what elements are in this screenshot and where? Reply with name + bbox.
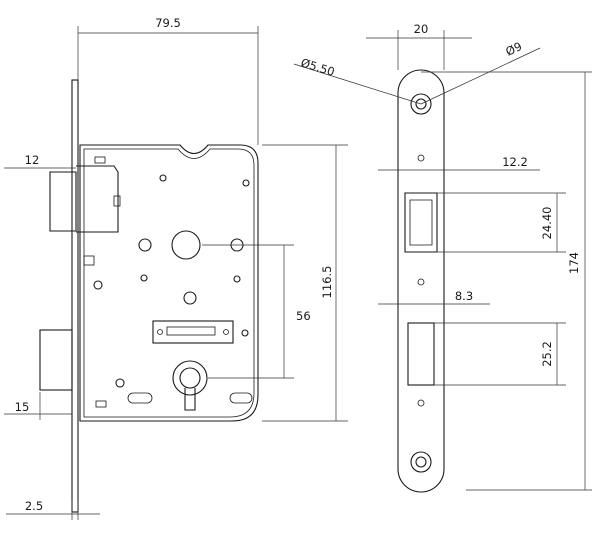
- dim-bolt-window-height: 25.2: [540, 341, 554, 367]
- screw-hole-top: [410, 93, 432, 115]
- faceplate-view: [397, 69, 445, 493]
- screw-hole-bottom-inner: [415, 456, 427, 468]
- forend-plate: [71, 79, 79, 513]
- latch-spring: [113, 195, 121, 207]
- dim-bolt-offset: 15: [15, 400, 30, 414]
- screw-hole-bottom: [410, 451, 432, 473]
- spindle-hole: [171, 230, 201, 260]
- dim-latch-window-height: 24.40: [540, 207, 554, 240]
- latch-tab: [94, 156, 106, 164]
- dim-screw-head: Ø9: [503, 39, 524, 59]
- hole: [233, 275, 241, 283]
- latch-housing: [76, 165, 119, 233]
- hole: [115, 378, 125, 388]
- dim-bolt-window-width: 8.3: [455, 289, 473, 303]
- small-hole: [417, 154, 425, 162]
- slot: [127, 392, 153, 404]
- faceplate: [397, 69, 445, 493]
- lock-body-dimensions: 79.5 12 15 2.5 116.5 56: [4, 16, 348, 520]
- small-hole: [417, 278, 425, 286]
- small-block: [95, 400, 107, 408]
- hole: [159, 174, 167, 182]
- cam: [184, 388, 196, 411]
- latch-window-inner: [409, 199, 433, 246]
- dim-latch-window-width: 12.2: [502, 155, 528, 169]
- dim-width-body: 79.5: [155, 16, 181, 30]
- dim-faceplate-height: 174: [567, 252, 581, 274]
- dead-bolt: [39, 329, 73, 391]
- bolt-guide: [152, 320, 234, 344]
- screw-hole-top-inner: [415, 98, 427, 110]
- rivet: [223, 329, 229, 335]
- catch-block: [83, 255, 95, 266]
- hole: [183, 291, 197, 305]
- small-hole: [417, 399, 425, 407]
- dim-body-height: 116.5: [320, 266, 334, 299]
- hole: [93, 280, 103, 290]
- faceplate-dimensions: 20 Ø5.50 Ø9 12.2 24.40 8.3 25.2 174: [293, 22, 592, 491]
- hole: [241, 329, 249, 337]
- lock-case: [79, 144, 259, 422]
- dim-backset: 56: [296, 309, 311, 323]
- dim-screw-hole: Ø5.50: [299, 55, 336, 79]
- hole: [138, 238, 152, 252]
- slot: [229, 392, 253, 404]
- lock-body-view: [39, 79, 259, 513]
- dim-latch-depth: 12: [25, 153, 40, 167]
- hole: [242, 179, 250, 187]
- latch-bolt: [49, 171, 77, 232]
- cylinder-outer: [172, 360, 208, 396]
- hole: [140, 274, 148, 282]
- cylinder-inner: [179, 367, 201, 389]
- bolt-guide-slot: [166, 326, 216, 336]
- bolt-window: [407, 322, 435, 386]
- dim-faceplate-width: 20: [414, 22, 429, 36]
- dim-plate-thickness: 2.5: [25, 499, 43, 513]
- rivet: [157, 329, 163, 335]
- lock-case-inner: [83, 148, 255, 418]
